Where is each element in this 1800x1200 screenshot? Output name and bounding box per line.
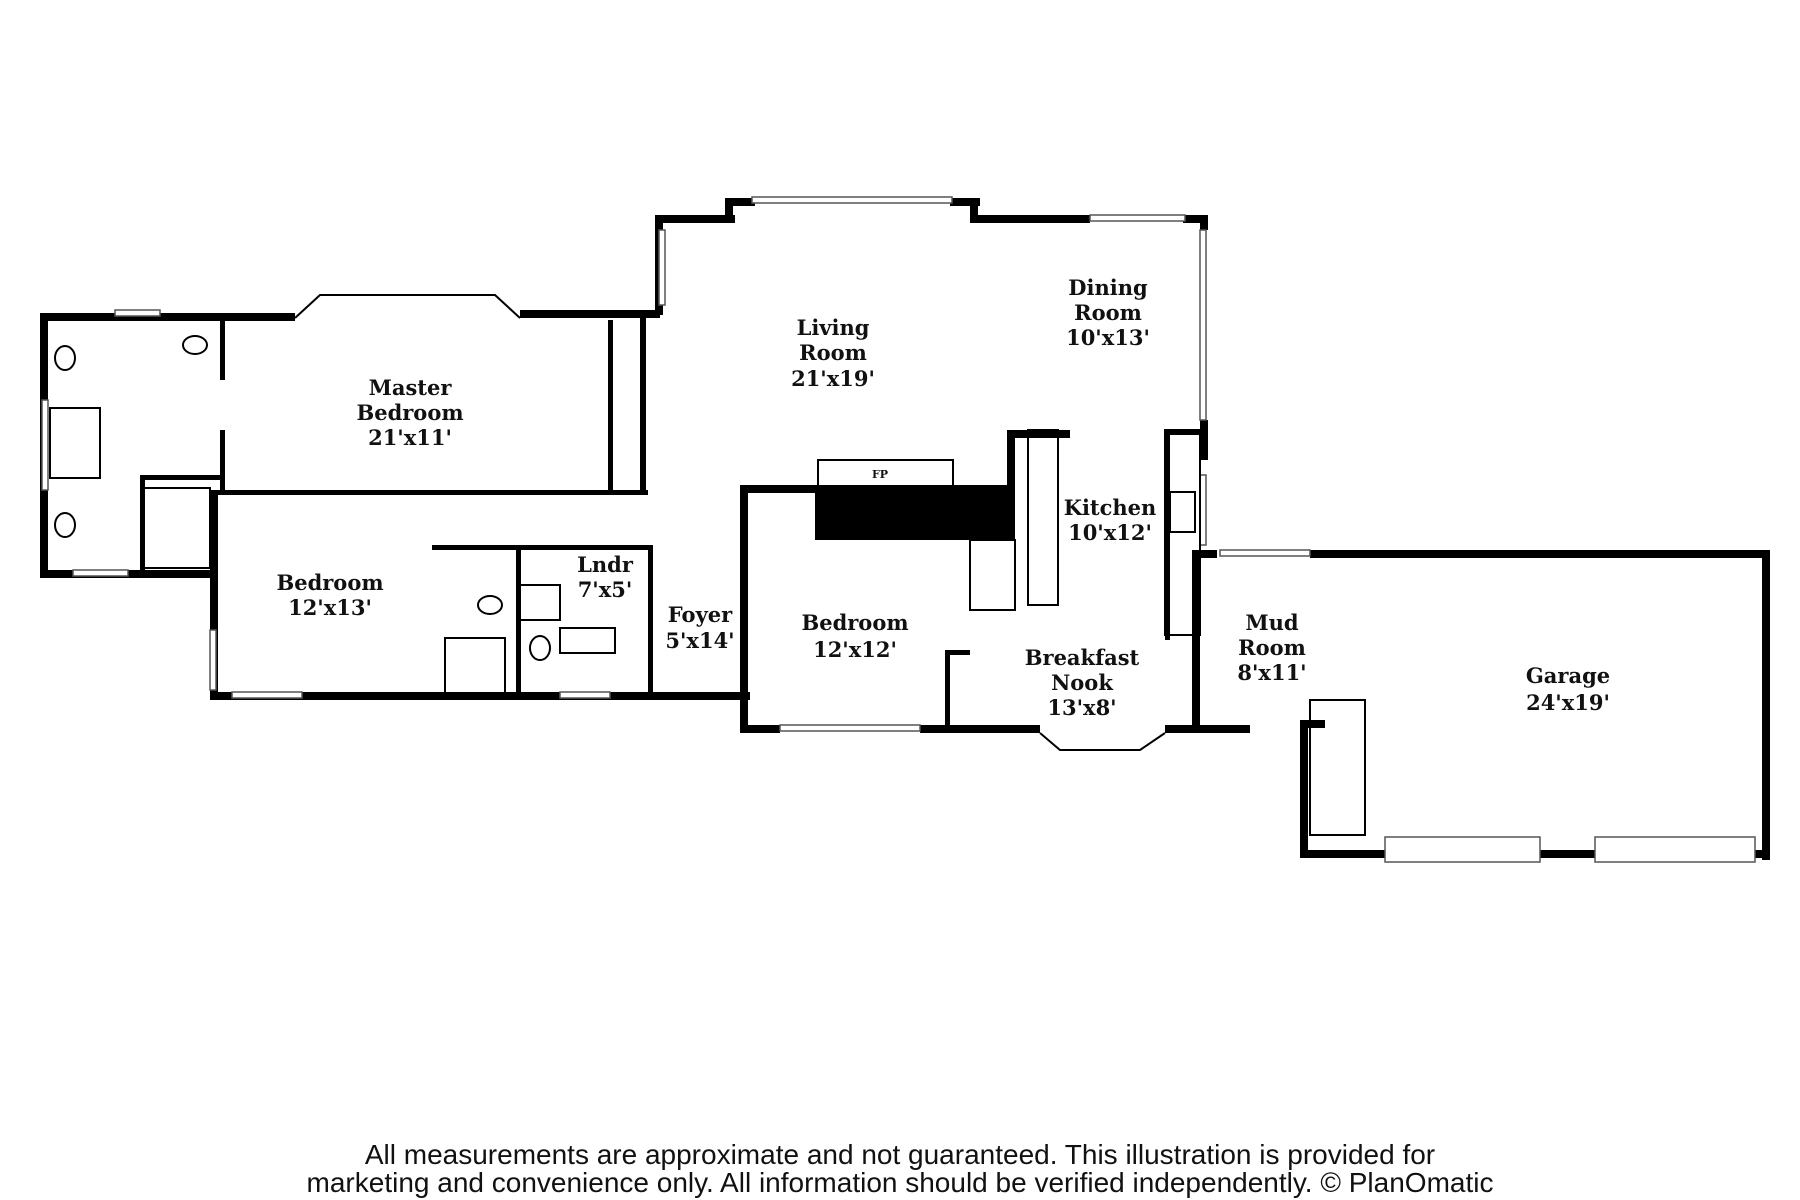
bath-tub-small [444,637,506,694]
sink-master-2 [54,512,76,538]
master-bedroom-size: 21'x11' [368,425,452,450]
windows [41,196,1756,863]
washer [519,584,561,621]
breakfast-nook-name1: Breakfast [1025,645,1140,670]
foyer-name: Foyer [668,602,733,627]
laundry-name: Lndr [577,552,634,577]
kitchen-counter [1164,429,1201,636]
mud-room-name1: Mud [1245,610,1299,635]
master-bedroom-name1: Master [369,375,453,400]
toilet-laundry [529,635,551,661]
fireplace-hearth [817,459,954,491]
bedroom-center-size: 12'x12' [813,637,897,662]
breakfast-nook-size: 13'x8' [1047,695,1116,720]
toilet-master [182,335,208,355]
sink-master-1 [54,345,76,371]
stairs-center [969,539,1016,611]
disclaimer-line-1: All measurements are approximate and not… [364,1139,1436,1170]
chimney-column [1027,429,1059,606]
dining-room-name1: Dining [1068,275,1148,300]
interior-walls [140,310,1205,730]
bathtub [49,407,101,479]
living-room-name1: Living [797,315,870,340]
foyer-size: 5'x14' [665,628,734,653]
bedroom-left-size: 12'x13' [288,595,372,620]
stairs-garage [1309,699,1366,836]
laundry-size: 7'x5' [578,577,633,602]
dining-room-size: 10'x13' [1066,325,1150,350]
disclaimer-line-2: marketing and convenience only. All info… [306,1167,1494,1198]
garage-name: Garage [1526,663,1610,688]
garage-size: 24'x19' [1526,690,1610,715]
kitchen-size: 10'x12' [1068,520,1152,545]
laundry-sink [559,627,616,654]
bedroom-center-name: Bedroom [801,610,908,635]
mud-room-size: 8'x11' [1237,660,1306,685]
breakfast-nook-name2: Nook [1051,670,1113,695]
fireplace-label: FP [872,468,888,481]
kitchen-name: Kitchen [1064,495,1157,520]
bedroom-left-name: Bedroom [276,570,383,595]
toilet-hall [477,595,503,615]
living-room-name2: Room [799,340,867,365]
dining-room-name2: Room [1074,300,1142,325]
shower [141,487,211,569]
room-labels: Master Bedroom 21'x11' Bedroom 12'x13' L… [276,275,1610,720]
mud-room-name2: Room [1238,635,1306,660]
kitchen-sink [1169,491,1196,533]
exterior-walls [40,198,1770,860]
fixtures [49,335,1366,836]
master-bedroom-name2: Bedroom [356,400,463,425]
living-room-size: 21'x19' [791,366,875,391]
